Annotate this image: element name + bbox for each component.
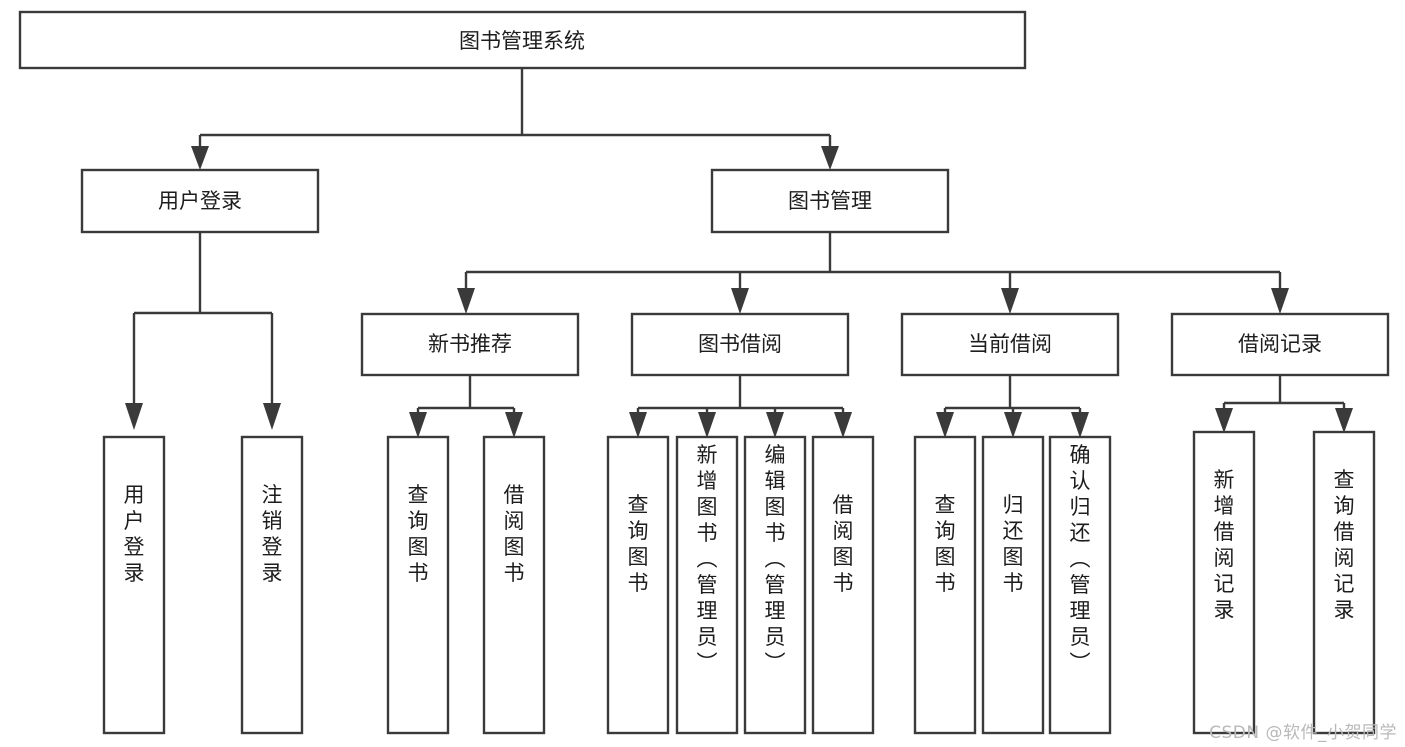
- leaf-current-query-book-box[interactable]: [913, 435, 977, 735]
- node-new-book-rec-box[interactable]: [360, 312, 580, 377]
- leaf-rec-query-book-box[interactable]: [386, 435, 450, 735]
- node-current-borrow[interactable]: 当前借阅: [900, 312, 1120, 377]
- leaf-current-confirm-return-label: 确认归还︵管理员︶: [1070, 443, 1091, 675]
- node-user-login-label: 用户登录: [158, 189, 242, 213]
- leaf-rec-query-book[interactable]: 查询图书: [386, 435, 450, 735]
- node-book-manage[interactable]: 图书管理: [710, 168, 950, 234]
- leaf-borrow-edit-book-box[interactable]: [743, 435, 807, 735]
- leaf-borrow-query-book-box[interactable]: [606, 435, 670, 735]
- connector-group-new-book-rec: [409, 375, 523, 438]
- arrow-root-to-book-manage: [821, 146, 839, 170]
- leaf-borrow-query-book[interactable]: 查询图书: [606, 435, 670, 735]
- arrow-to-borrow-record: [1271, 288, 1289, 314]
- leaf-borrow-borrow-book-box[interactable]: [811, 435, 875, 735]
- leaf-user-login-label: 用户登录: [124, 483, 145, 585]
- leaf-borrow-borrow-book[interactable]: 借阅图书: [811, 435, 875, 735]
- leaf-record-add-label: 新增借阅记录: [1214, 468, 1235, 622]
- arrow-to-leaf-rec-query-book: [409, 412, 427, 438]
- arrow-to-leaf-user-login: [125, 403, 143, 430]
- leaf-record-query[interactable]: 查询借阅记录: [1312, 430, 1376, 735]
- leaf-user-logout-label: 注销登录: [262, 483, 283, 585]
- leaf-record-add[interactable]: 新增借阅记录: [1192, 430, 1256, 735]
- leaf-current-confirm-return[interactable]: 确认归还︵管理员︶: [1048, 435, 1112, 735]
- arrow-to-leaf-borrow-borrow-book: [834, 412, 852, 438]
- node-current-borrow-label: 当前借阅: [968, 332, 1052, 356]
- arrow-to-leaf-borrow-edit-book: [766, 412, 784, 438]
- leaf-borrow-borrow-book-label: 借阅图书: [833, 493, 854, 595]
- leaf-borrow-query-book-label: 查询图书: [628, 493, 649, 595]
- leaf-rec-borrow-book-label: 借阅图书: [504, 483, 525, 585]
- leaf-current-query-book-label: 查询图书: [935, 493, 956, 595]
- arrow-to-leaf-current-confirm-return: [1071, 412, 1089, 438]
- leaf-user-login[interactable]: 用户登录: [102, 435, 166, 735]
- node-borrow-record[interactable]: 借阅记录: [1170, 312, 1390, 377]
- node-new-book-rec-label: 新书推荐: [428, 332, 512, 356]
- arrow-to-new-book-rec: [457, 288, 475, 314]
- leaf-user-logout-box[interactable]: [240, 435, 304, 735]
- leaf-borrow-add-book[interactable]: 新增图书︵管理员︶: [675, 435, 739, 735]
- leaf-borrow-edit-book[interactable]: 编辑图书︵管理员︶: [743, 435, 807, 735]
- leaf-user-logout[interactable]: 注销登录: [240, 435, 304, 735]
- connector-group-book-borrow: [629, 375, 852, 438]
- connector-group-current-borrow: [936, 375, 1089, 438]
- node-new-book-rec[interactable]: 新书推荐: [360, 312, 580, 377]
- node-user-login-box[interactable]: [80, 168, 320, 234]
- leaf-record-query-label: 查询借阅记录: [1334, 468, 1355, 622]
- node-book-borrow-label: 图书借阅: [698, 332, 782, 356]
- leaf-current-query-book[interactable]: 查询图书: [913, 435, 977, 735]
- arrow-to-leaf-current-return-book: [1004, 412, 1022, 438]
- leaf-current-return-book-box[interactable]: [981, 435, 1045, 735]
- arrow-to-leaf-record-add: [1215, 408, 1233, 433]
- node-borrow-record-label: 借阅记录: [1238, 332, 1322, 356]
- leaf-rec-query-book-label: 查询图书: [408, 483, 429, 585]
- leaf-record-query-box[interactable]: [1312, 430, 1376, 735]
- leaf-borrow-add-book-label: 新增图书︵管理员︶: [697, 443, 718, 675]
- arrow-to-leaf-user-logout: [263, 403, 281, 430]
- leaf-current-return-book[interactable]: 归还图书: [981, 435, 1045, 735]
- arrow-to-leaf-rec-borrow-book: [505, 412, 523, 438]
- node-root[interactable]: 图书管理系统: [18, 10, 1027, 70]
- node-book-manage-label: 图书管理: [788, 189, 872, 213]
- leaf-rec-borrow-book-box[interactable]: [482, 435, 546, 735]
- node-user-login[interactable]: 用户登录: [80, 168, 320, 234]
- node-root-box[interactable]: [18, 10, 1027, 70]
- leaf-user-login-box[interactable]: [102, 435, 166, 735]
- leaf-borrow-edit-book-label: 编辑图书︵管理员︶: [765, 443, 786, 675]
- leaf-current-return-book-label: 归还图书: [1003, 493, 1024, 595]
- arrow-to-leaf-borrow-query-book: [629, 412, 647, 438]
- connector-group-user-login: [125, 232, 281, 430]
- node-book-manage-box[interactable]: [710, 168, 950, 234]
- arrow-to-current-borrow: [1001, 288, 1019, 314]
- arrow-to-leaf-borrow-add-book: [698, 412, 716, 438]
- node-book-borrow-box[interactable]: [630, 312, 850, 377]
- node-book-borrow[interactable]: 图书借阅: [630, 312, 850, 377]
- node-borrow-record-box[interactable]: [1170, 312, 1390, 377]
- arrow-to-leaf-record-query: [1335, 408, 1353, 433]
- arrow-to-leaf-current-query-book: [936, 412, 954, 438]
- leaf-current-confirm-return-box[interactable]: [1048, 435, 1112, 735]
- leaf-record-add-box[interactable]: [1192, 430, 1256, 735]
- leaf-rec-borrow-book[interactable]: 借阅图书: [482, 435, 546, 735]
- node-current-borrow-box[interactable]: [900, 312, 1120, 377]
- connector-group-root: [191, 68, 839, 170]
- connector-group-borrow-record: [1215, 375, 1353, 433]
- arrow-to-book-borrow: [731, 288, 749, 314]
- leaf-borrow-add-book-box[interactable]: [675, 435, 739, 735]
- node-root-label: 图书管理系统: [459, 29, 585, 53]
- arrow-root-to-user-login: [191, 146, 209, 170]
- connector-group-book-manage: [457, 232, 1289, 314]
